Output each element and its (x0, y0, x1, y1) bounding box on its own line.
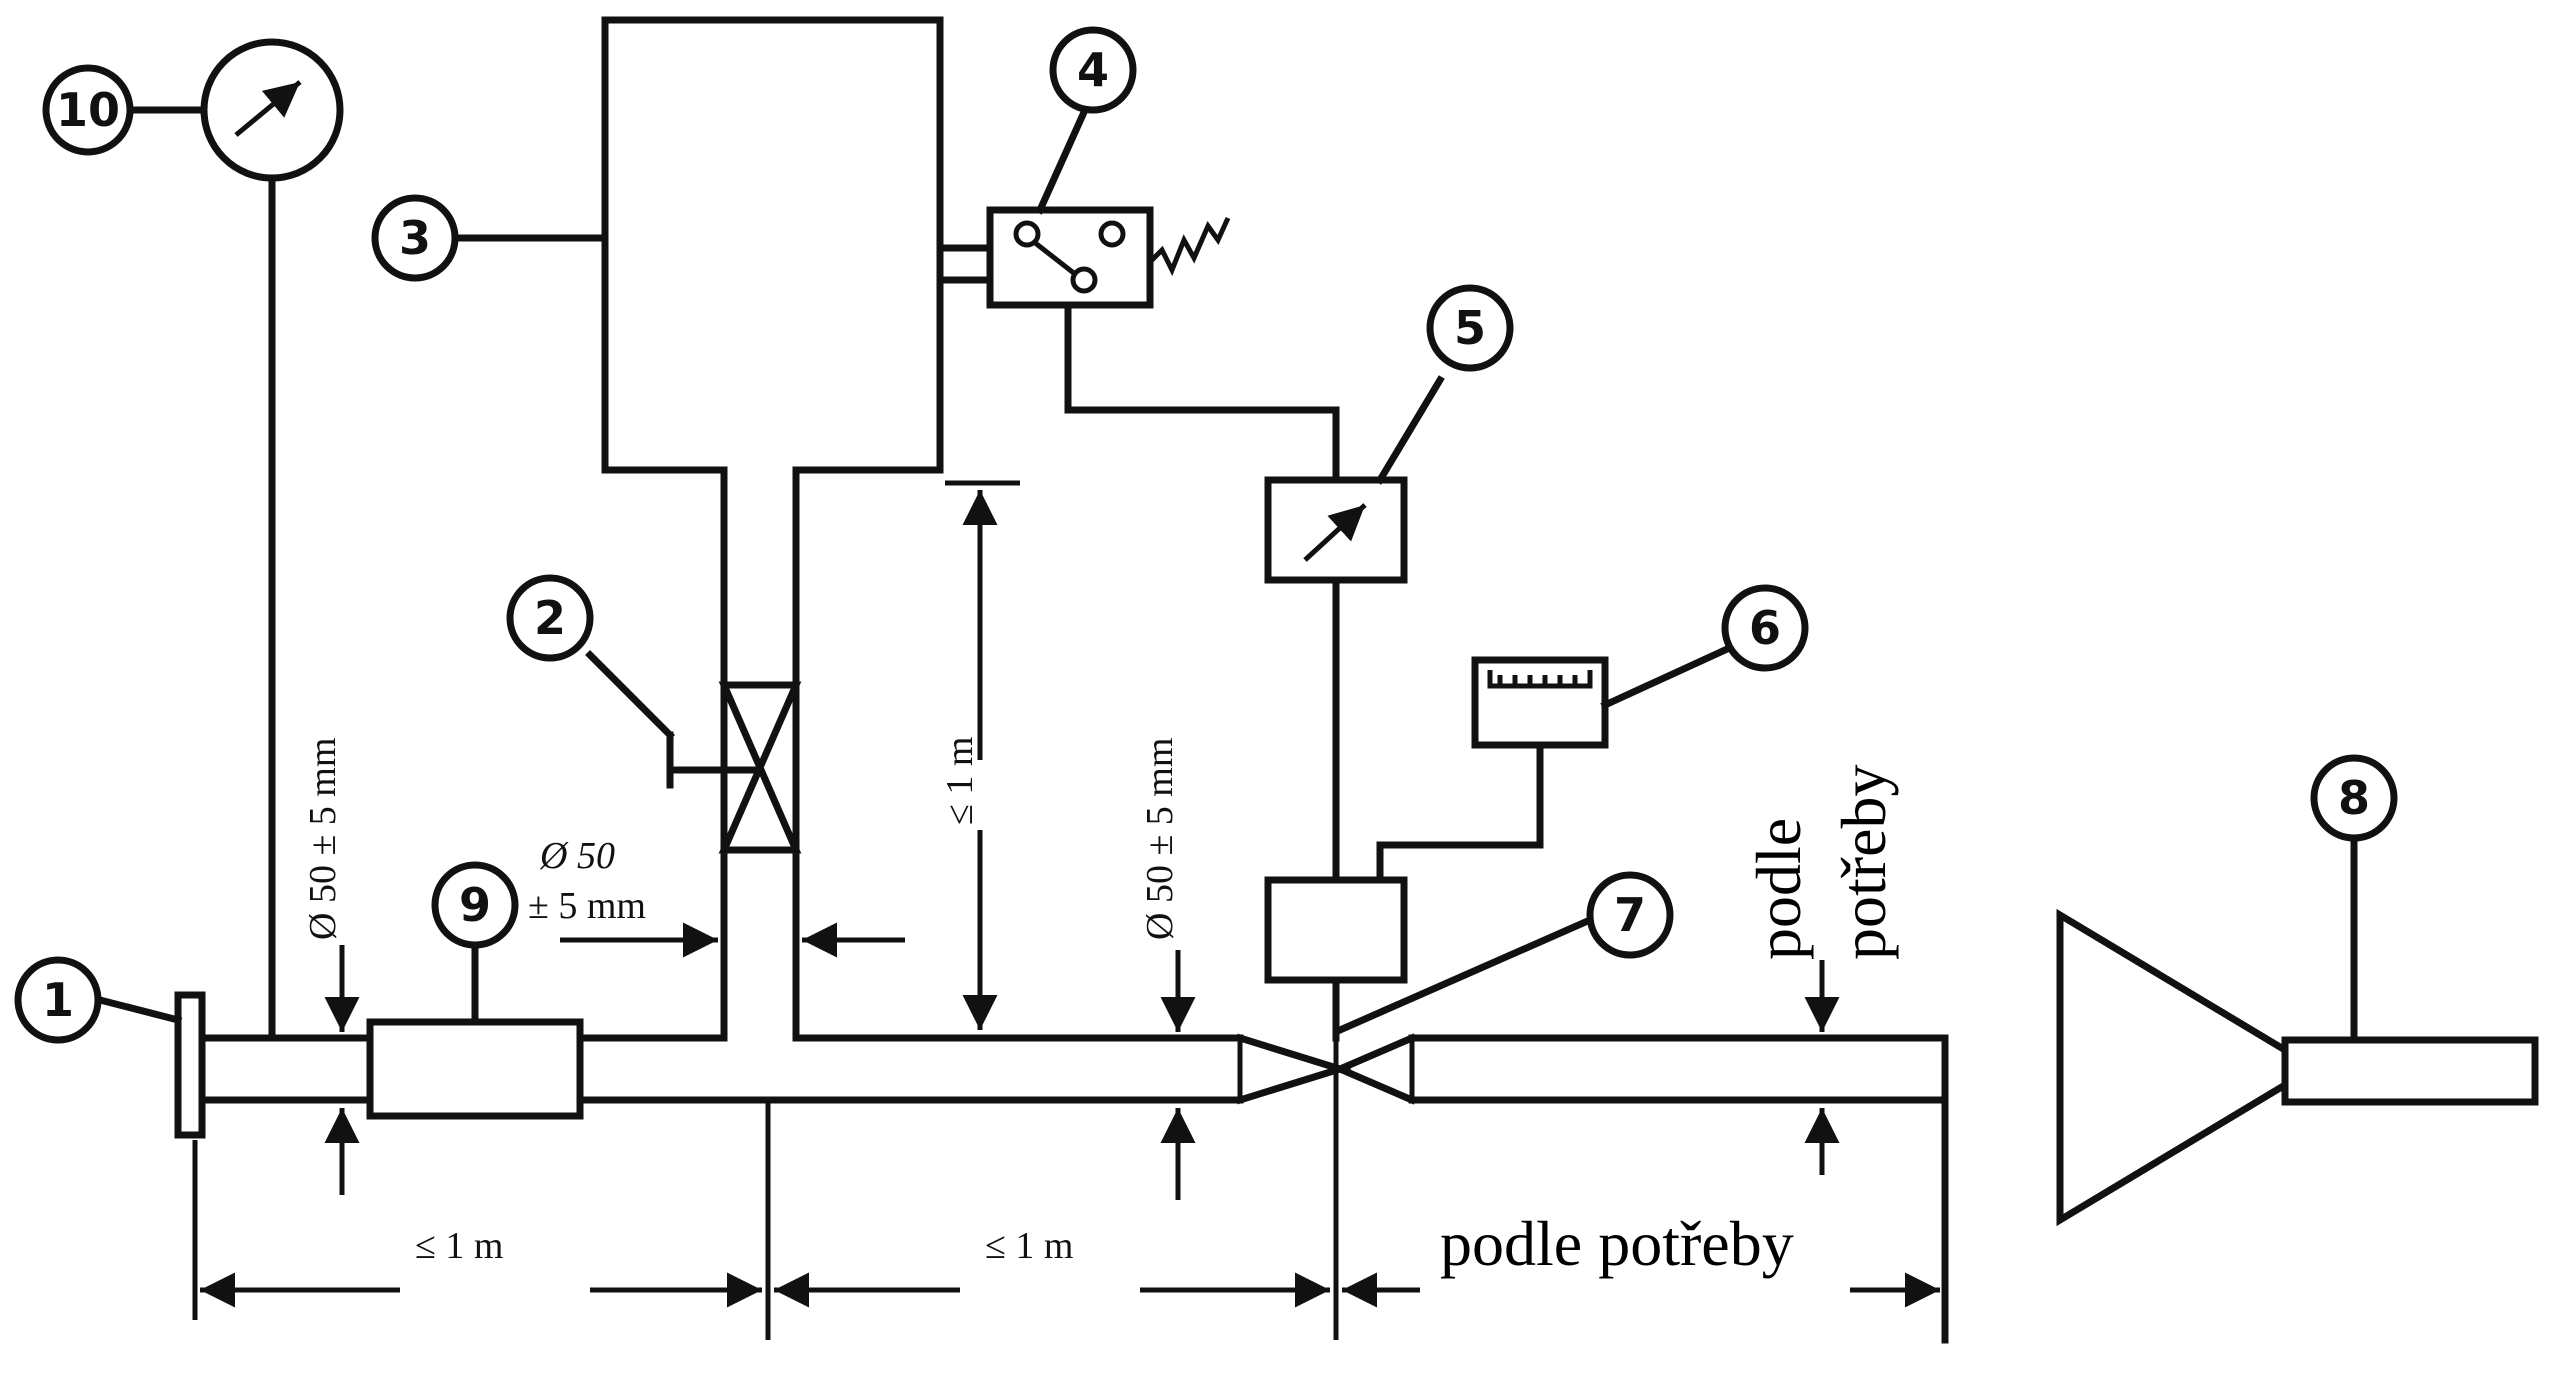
callout-3: 3 (371, 194, 459, 282)
callout-2: 2 (506, 574, 594, 662)
pressure-transducer (1264, 375, 1445, 884)
component-9-box (366, 1018, 584, 1120)
transducer-leader (1375, 375, 1445, 485)
manometer-needle-icon (234, 80, 302, 137)
height-branch-label: ≤ 1 m (939, 737, 981, 825)
main-pipe (174, 991, 1949, 1344)
podle-vertical-1: podle (1743, 818, 1814, 960)
valve (585, 650, 802, 854)
callout-6: 6 (1721, 584, 1809, 672)
podle-vertical-2: potřeby (1828, 765, 1899, 961)
len-left-label: ≤ 1 m (415, 1225, 503, 1267)
flange-leader (95, 995, 183, 1025)
callout-1: 1 (14, 956, 102, 1044)
branch-pipe (720, 466, 800, 1042)
flange (174, 991, 206, 1139)
callout-6-label: 6 (1749, 601, 1781, 655)
recorder-leader (1600, 645, 1730, 710)
callout-7-label: 7 (1614, 888, 1646, 942)
callout-4: 4 (1049, 26, 1137, 114)
dia-left-label: Ø 50 ± 5 mm (302, 738, 344, 940)
gauge-needle-icon (1303, 503, 1367, 562)
callout-4-label: 4 (1077, 43, 1109, 97)
horn (2056, 836, 2539, 1227)
nozzle-leader (1335, 915, 1595, 1035)
callout-5-label: 5 (1454, 301, 1486, 355)
switch-leader (1035, 105, 1090, 215)
callout-9-label: 9 (459, 878, 491, 932)
callout-7: 7 (1586, 871, 1674, 959)
valve-leader (585, 650, 675, 740)
dimension-lines (192, 480, 1940, 1340)
podle-bottom-label: podle potřeby (1440, 1208, 1794, 1279)
electric-output-icon (1148, 216, 1231, 277)
recorder (1471, 645, 1730, 749)
dia-mid-label: Ø 50 ± 5 mm (1139, 738, 1181, 940)
tank (451, 16, 944, 474)
sensor-box (1264, 741, 1544, 1340)
callout-10: 10 (42, 64, 134, 156)
branch-dia-line1: Ø 50 (539, 835, 615, 877)
callout-9: 9 (431, 861, 519, 949)
branch-dia-line2: ± 5 mm (528, 885, 646, 927)
callout-8: 8 (2310, 754, 2398, 842)
pressure-switch (936, 105, 1340, 484)
len-mid-label: ≤ 1 m (985, 1225, 1073, 1267)
manometer (126, 38, 344, 1042)
callout-5: 5 (1426, 284, 1514, 372)
callout-10-label: 10 (56, 83, 120, 137)
callout-3-label: 3 (399, 211, 431, 265)
callout-1-label: 1 (42, 973, 74, 1027)
callout-2-label: 2 (534, 591, 566, 645)
callout-8-label: 8 (2338, 771, 2370, 825)
